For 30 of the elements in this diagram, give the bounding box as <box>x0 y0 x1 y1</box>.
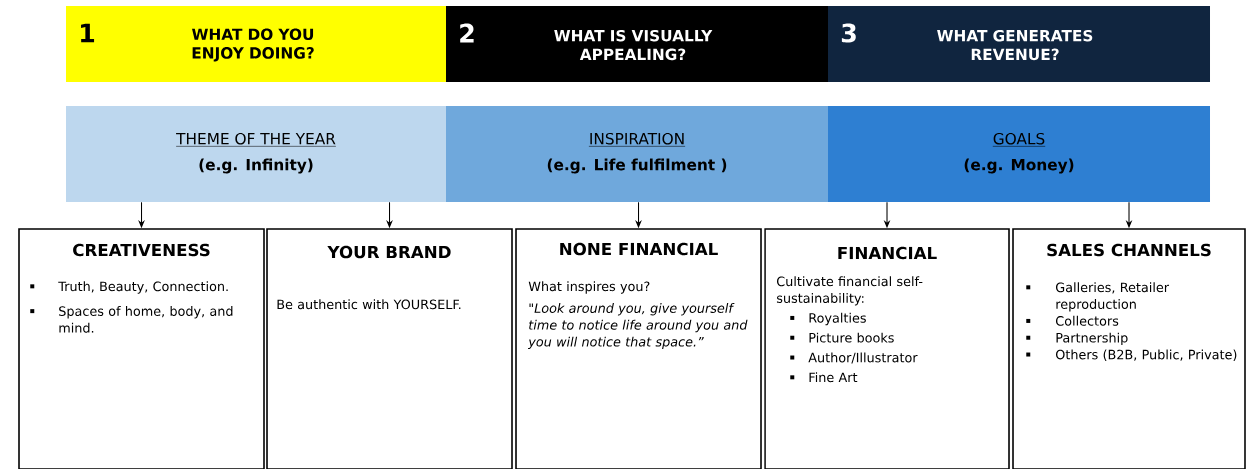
header-box: 1 WHAT DO YOU ENJOY DOING? <box>66 6 446 82</box>
theme-box: THEME OF THE YEAR (e.g. Infinity) <box>66 106 446 202</box>
column-heading: CREATIVENESS <box>73 243 210 257</box>
list-item: Truth, Beauty, Connection. <box>30 281 228 294</box>
list-item: Galleries, Retailer reproduction <box>1026 282 1170 312</box>
list-item: Others (B2B, Public, Private) <box>1026 349 1237 361</box>
column-box <box>266 228 513 469</box>
body-text: Be authentic with YOURSELF. <box>277 299 461 310</box>
list-item: Royalties <box>790 312 866 326</box>
list-item: Fine Art <box>790 372 858 383</box>
column-heading: YOUR BRAND <box>327 245 451 259</box>
column-box <box>764 228 1010 469</box>
body-text: What inspires you? <box>528 281 650 294</box>
list-item: Spaces of home, body, and mind. <box>30 306 233 333</box>
column-box <box>18 228 265 469</box>
body-text: "Look around you, give yourself time to notice life around you and you will notice that space.” <box>527 303 748 350</box>
list-item: Collectors <box>1026 315 1119 326</box>
column-box <box>515 228 762 469</box>
header-box: 2 WHAT IS VISUALLY APPEALING? <box>446 6 828 82</box>
theme-box: GOALS (e.g. Money) <box>828 106 1210 202</box>
list-item: Partnership <box>1026 332 1128 346</box>
column-heading: SALES CHANNELS <box>1047 243 1211 257</box>
list-item: Author/Illustrator <box>790 352 918 364</box>
column-box <box>1012 228 1246 469</box>
column-heading: FINANCIAL <box>838 246 937 260</box>
header-box: 3 WHAT GENERATES REVENUE? <box>828 6 1210 82</box>
body-text: Cultivate financial self-sustainability: <box>776 276 923 306</box>
list-item: Picture books <box>790 332 894 343</box>
theme-box: INSPIRATION (e.g. Life fulfilment ) <box>446 106 828 202</box>
column-heading: NONE FINANCIAL <box>560 242 718 256</box>
